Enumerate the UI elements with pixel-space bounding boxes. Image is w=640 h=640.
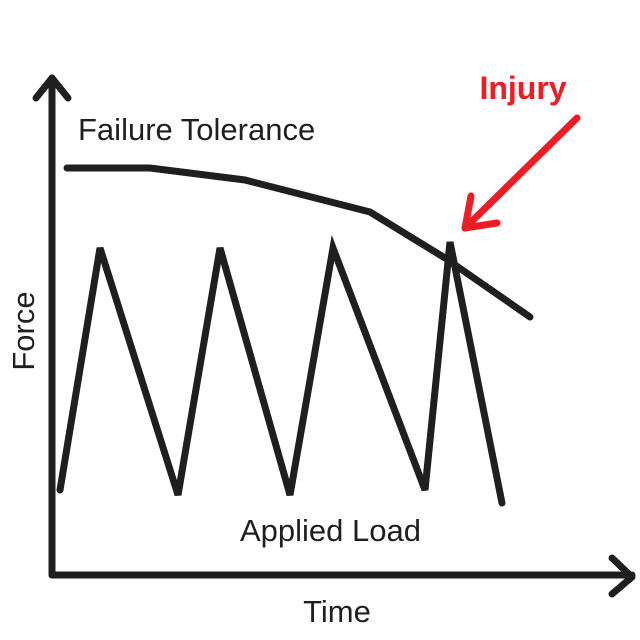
applied-load-curve (56, 234, 506, 507)
failure-tolerance-curve (63, 164, 534, 321)
y-axis-label: Force (6, 291, 41, 370)
x-axis-arrowhead (608, 554, 636, 598)
injury-arrow-shaft (461, 114, 581, 232)
failure-tolerance-label: Failure Tolerance (78, 112, 315, 147)
x-axis-label: Time (303, 594, 371, 629)
axes (32, 74, 636, 598)
y-axis-arrowhead (32, 74, 72, 102)
injury-arrow-head (461, 192, 501, 232)
applied-load-label: Applied Load (240, 513, 421, 548)
injury-arrow (461, 114, 581, 232)
injury-label: Injury (479, 70, 566, 106)
